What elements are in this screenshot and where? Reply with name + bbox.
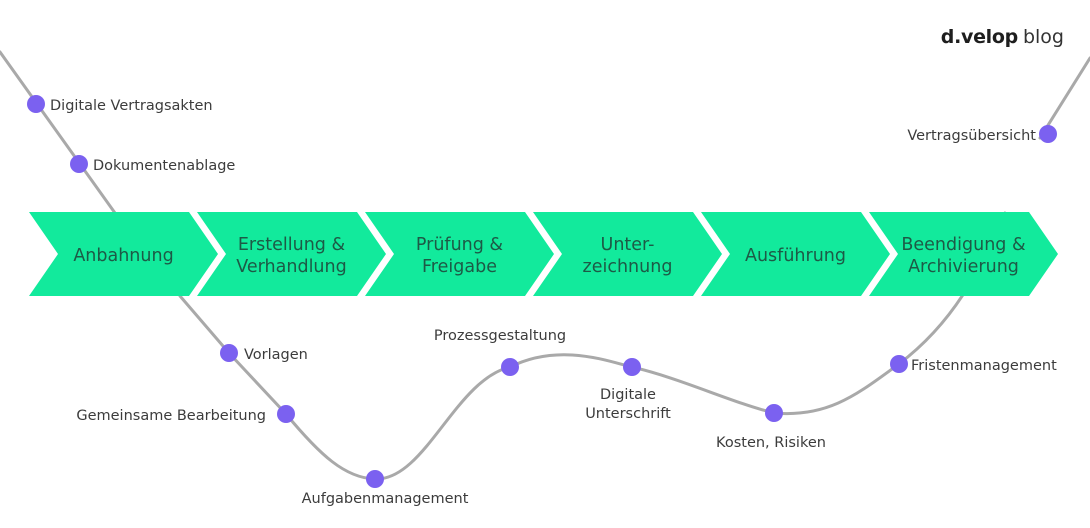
milestone-label-aufgabenmanagement-line: Aufgabenmanagement (302, 491, 469, 507)
phase-label: Anbahnung (73, 246, 173, 266)
phase-4: Unter-zeichnung (533, 212, 722, 296)
milestone-label-dokumentenablage-line: Dokumentenablage (93, 158, 235, 174)
milestone-label-vertragsuebersicht: Vertragsübersicht (907, 128, 1036, 144)
milestone-dot-fristenmanagement (890, 355, 908, 373)
phase-label-line: Prüfung & (416, 235, 504, 255)
phase-6: Beendigung &Archivierung (869, 212, 1058, 296)
phase-label-line: Erstellung & (238, 235, 346, 255)
milestone-label-vertragsuebersicht-line: Vertragsübersicht (907, 128, 1036, 144)
phase-label: Prüfung &Freigabe (416, 235, 504, 277)
phase-label-line: Anbahnung (73, 246, 173, 266)
phase-label-line: Beendigung & (901, 235, 1026, 255)
phase-label-line: Verhandlung (236, 257, 346, 277)
phase-3: Prüfung &Freigabe (365, 212, 554, 296)
milestone-label-vorlagen-line: Vorlagen (244, 347, 308, 363)
phase-label: Ausführung (745, 246, 846, 266)
milestone-dot-vertragsuebersicht (1039, 125, 1057, 143)
phase-chevron (701, 212, 890, 296)
phase-chevron (869, 212, 1058, 296)
phase-chevron (533, 212, 722, 296)
phase-label-line: Archivierung (908, 257, 1019, 277)
milestone-label-fristenmanagement: Fristenmanagement (911, 358, 1057, 374)
milestone-dot-digitale-unterschrift (623, 358, 641, 376)
milestone-label-digitale-vertragsakten-line: Digitale Vertragsakten (50, 98, 213, 114)
milestone-dot-gemeinsame-bearbeitung (277, 405, 295, 423)
phase-5: Ausführung (701, 212, 890, 296)
milestone-label-vorlagen: Vorlagen (244, 347, 308, 363)
phase-label-line: Freigabe (422, 257, 497, 277)
milestone-label-kosten-risiken-line: Kosten, Risiken (716, 435, 826, 451)
milestone-dot-dokumentenablage (70, 155, 88, 173)
phase-label: Beendigung &Archivierung (901, 235, 1026, 277)
phase-label: Unter-zeichnung (583, 235, 673, 277)
milestone-label-prozessgestaltung-line: Prozessgestaltung (434, 328, 566, 344)
phase-chevron (197, 212, 386, 296)
milestone-label-gemeinsame-bearbeitung-line: Gemeinsame Bearbeitung (76, 408, 266, 424)
milestone-label-digitale-unterschrift-line: Digitale (600, 387, 656, 403)
phase-label-line: Ausführung (745, 246, 846, 266)
milestone-dot-digitale-vertragsakten (27, 95, 45, 113)
milestone-label-aufgabenmanagement: Aufgabenmanagement (302, 491, 469, 507)
milestone-label-fristenmanagement-line: Fristenmanagement (911, 358, 1057, 374)
phase-label-line: zeichnung (583, 257, 673, 277)
milestone-label-gemeinsame-bearbeitung: Gemeinsame Bearbeitung (76, 408, 266, 424)
milestone-dot-vorlagen (220, 344, 238, 362)
milestone-dot-kosten-risiken (765, 404, 783, 422)
phase-1: Anbahnung (29, 212, 218, 296)
milestone-label-digitale-unterschrift-line: Unterschrift (585, 406, 671, 422)
brand-name: d.velop (940, 26, 1018, 48)
brand-suffix: blog (1022, 26, 1064, 48)
phase-chevron (29, 212, 218, 296)
milestone-label-dokumentenablage: Dokumentenablage (93, 158, 235, 174)
phase-label: Erstellung &Verhandlung (236, 235, 346, 277)
phase-chevron (365, 212, 554, 296)
phase-label-line: Unter- (601, 235, 655, 255)
milestone-label-digitale-vertragsakten: Digitale Vertragsakten (50, 98, 213, 114)
milestone-dot-aufgabenmanagement (366, 470, 384, 488)
phase-2: Erstellung &Verhandlung (197, 212, 386, 296)
milestone-dot-prozessgestaltung (501, 358, 519, 376)
milestone-label-prozessgestaltung: Prozessgestaltung (434, 328, 566, 344)
milestone-label-kosten-risiken: Kosten, Risiken (716, 435, 826, 451)
